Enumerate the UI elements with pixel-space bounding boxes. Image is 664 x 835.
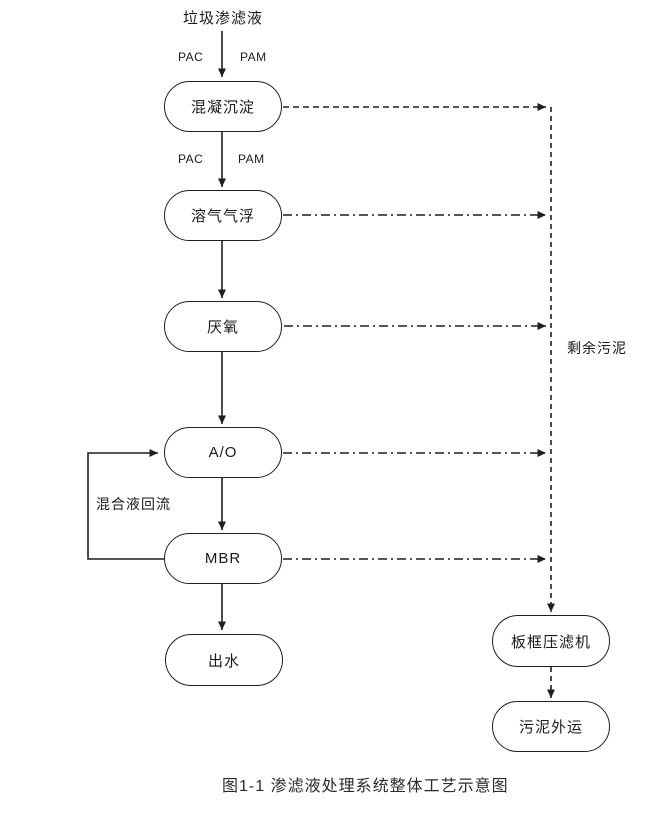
node-ao: A/O (164, 427, 282, 478)
arrow-recycle-mbr-to-ao (87, 449, 164, 560)
node-coagulation: 混凝沉淀 (164, 81, 282, 132)
source-label: 垃圾渗滤液 (183, 10, 264, 27)
figure-caption: 图1-1 渗滤液处理系统整体工艺示意图 (222, 778, 509, 795)
node-mbr: MBR (164, 533, 282, 584)
node-filter-press: 板框压滤机 (492, 615, 610, 667)
pam-label-2: PAM (238, 152, 265, 166)
pam-label-1: PAM (240, 50, 267, 64)
recycle-label: 混合液回流 (96, 496, 171, 512)
pac-label-2: PAC (178, 152, 204, 166)
node-anaerobic: 厌氧 (164, 301, 282, 352)
node-sludge-out: 污泥外运 (492, 701, 610, 752)
pac-label-1: PAC (178, 50, 204, 64)
sludge-label: 剩余污泥 (567, 340, 627, 356)
node-flotation: 溶气气浮 (164, 190, 282, 241)
node-effluent: 出水 (165, 634, 283, 686)
